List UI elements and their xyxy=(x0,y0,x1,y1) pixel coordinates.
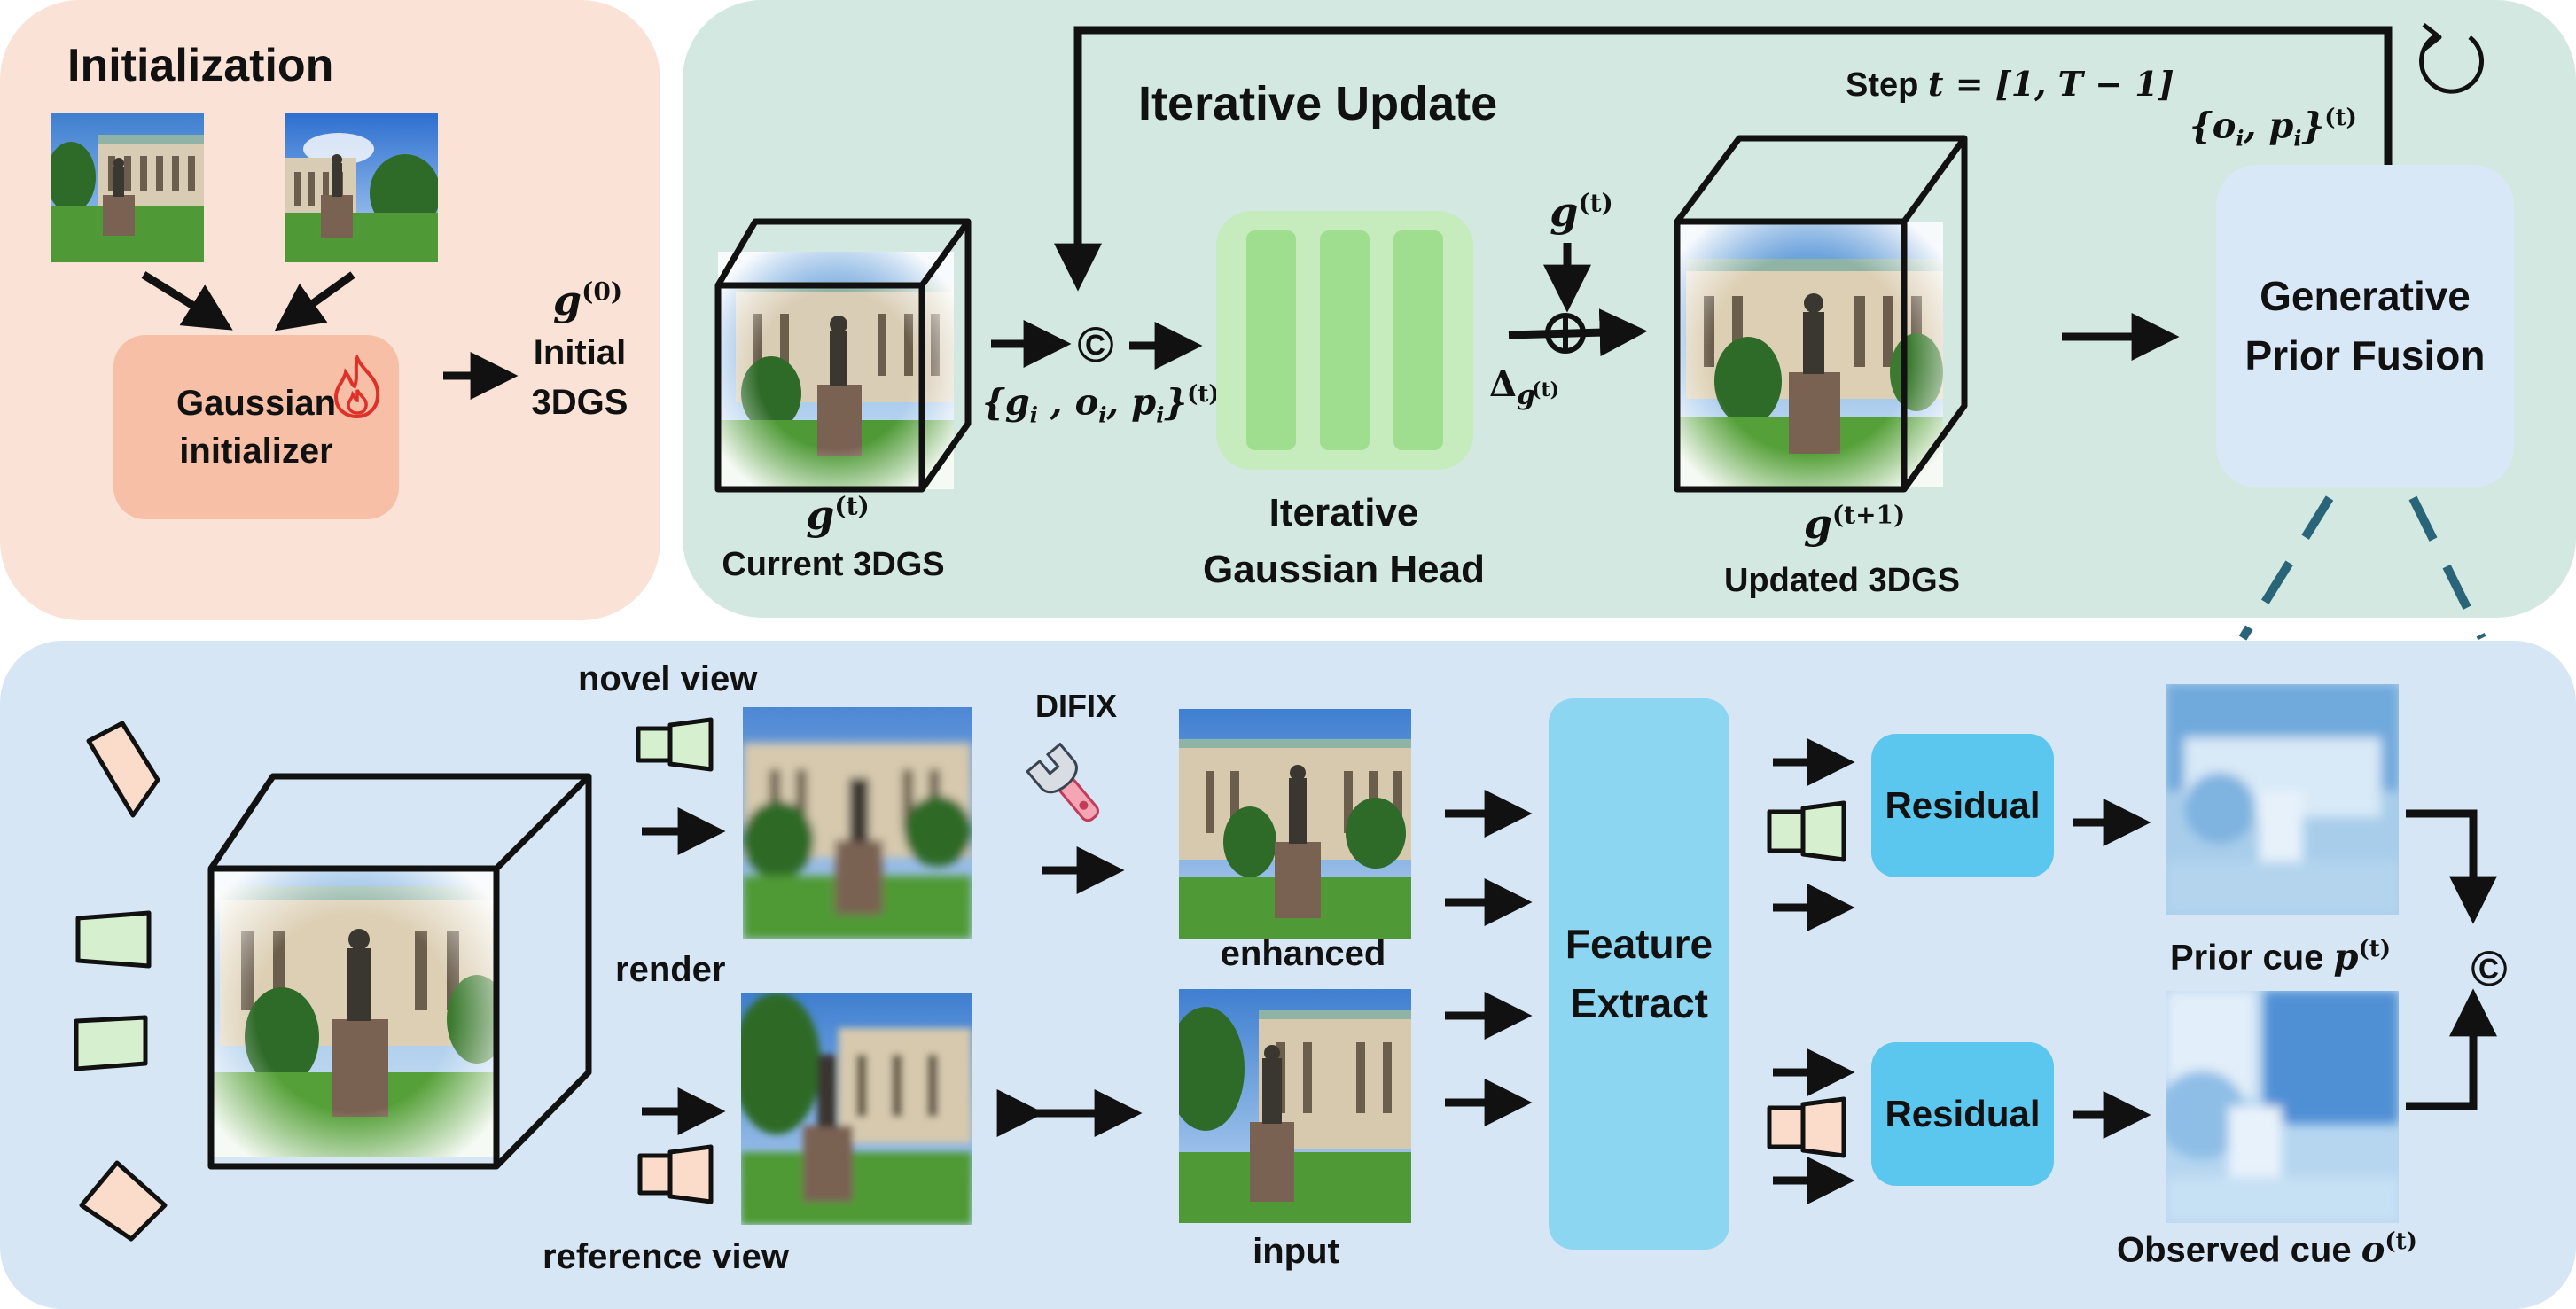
arrow-feedback-loop xyxy=(1054,26,2393,292)
input-photo-2 xyxy=(285,113,438,262)
initializer-label-line2: initializer xyxy=(179,432,333,471)
enhanced-label: enhanced xyxy=(1220,934,1386,973)
dashed-right xyxy=(2408,495,2486,641)
residual-bottom-camera-icon xyxy=(1767,1096,1846,1158)
camera-icon-4 xyxy=(79,1160,168,1242)
input-photo-1 xyxy=(51,113,204,262)
concat-top-icon: © xyxy=(1077,316,1114,372)
updated-3dgs-label: Updated 3DGS xyxy=(1723,562,1961,599)
arrow-prior-to-concat xyxy=(2406,809,2497,924)
concat-bottom-icon: © xyxy=(2471,940,2508,996)
current-3dgs-label: Current 3DGS xyxy=(722,546,945,583)
updated-3dgs-image xyxy=(1677,222,1943,487)
input-label: input xyxy=(1253,1232,1339,1271)
render-label: render xyxy=(615,950,726,989)
refresh-icon xyxy=(2419,23,2484,94)
head-layer-1 xyxy=(1246,230,1296,450)
feature-label-line2: Extract xyxy=(1570,980,1708,1026)
camera-icon-2 xyxy=(75,910,152,969)
prior-cue-label: Prior cue p(t) xyxy=(2170,936,2392,978)
arrow-photo1-to-init xyxy=(141,271,233,331)
updated-g-label: g(t+1) xyxy=(1803,500,1906,548)
camera-icon-1 xyxy=(86,721,160,818)
residual-bottom: Residual xyxy=(1871,1042,2054,1186)
wrench-icon xyxy=(1026,743,1099,822)
head-label-line2: Gaussian Head xyxy=(1203,548,1485,591)
scene-3dgs-image xyxy=(211,869,496,1157)
enhanced-image xyxy=(1179,709,1411,939)
dashed-left xyxy=(2238,495,2334,641)
observed-cue-image xyxy=(2166,991,2399,1223)
novel-view-camera-icon xyxy=(636,717,714,772)
head-layer-2 xyxy=(1320,230,1370,450)
current-3dgs-image xyxy=(718,252,954,489)
camera-icon-3 xyxy=(74,1015,148,1071)
observed-cue-label: Observed cue o(t) xyxy=(2117,1228,2417,1271)
difix-label: DIFIX xyxy=(1035,688,1118,724)
feedback-set-label: {oi, pi}(t) xyxy=(2190,105,2357,152)
step-label: Step t = [1, T − 1] xyxy=(1846,64,2174,104)
fire-icon xyxy=(333,355,380,419)
plus-icon xyxy=(1545,313,1586,354)
residual-top-camera-icon xyxy=(1767,800,1846,862)
gt-label: g(t) xyxy=(1550,188,1613,236)
reference-view-camera-icon xyxy=(637,1144,714,1204)
g0-label: g(0) xyxy=(552,277,623,324)
iterative-update-title: Iterative Update xyxy=(1138,77,1498,130)
head-layer-3 xyxy=(1393,230,1443,450)
3dgs-label: 3DGS xyxy=(531,383,628,422)
input-set-label: {gi , oi, pi}(t) xyxy=(982,381,1220,428)
prior-cue-image xyxy=(2166,684,2399,915)
fusion-label-line1: Generative xyxy=(2260,273,2471,320)
iterative-gaussian-head-block xyxy=(1216,211,1473,470)
initialization-title: Initialization xyxy=(67,40,334,91)
head-label-line1: Iterative xyxy=(1268,491,1419,534)
delta-label: Δg(t) xyxy=(1489,363,1560,411)
reference-view-label: reference view xyxy=(543,1237,789,1276)
fusion-label-line2: Prior Fusion xyxy=(2244,332,2486,378)
current-g-label: g(t) xyxy=(806,491,870,539)
residual-top: Residual xyxy=(1871,734,2054,877)
arrow-photo2-to-init xyxy=(274,271,355,331)
feature-label-line1: Feature xyxy=(1565,921,1713,968)
current-cube-outline xyxy=(714,218,972,493)
reference-render-image xyxy=(741,993,972,1225)
render-image xyxy=(743,707,972,939)
gaussian-initializer: Gaussian initializer xyxy=(113,335,399,519)
novel-view-label: novel view xyxy=(578,659,758,698)
scene-cube-outline xyxy=(207,773,592,1170)
initial-label: Initial xyxy=(533,333,627,372)
initializer-label-line1: Gaussian xyxy=(176,384,337,423)
updated-cube-outline xyxy=(1674,135,1968,493)
arrow-observed-to-concat xyxy=(2406,988,2497,1110)
input-image xyxy=(1179,989,1411,1223)
